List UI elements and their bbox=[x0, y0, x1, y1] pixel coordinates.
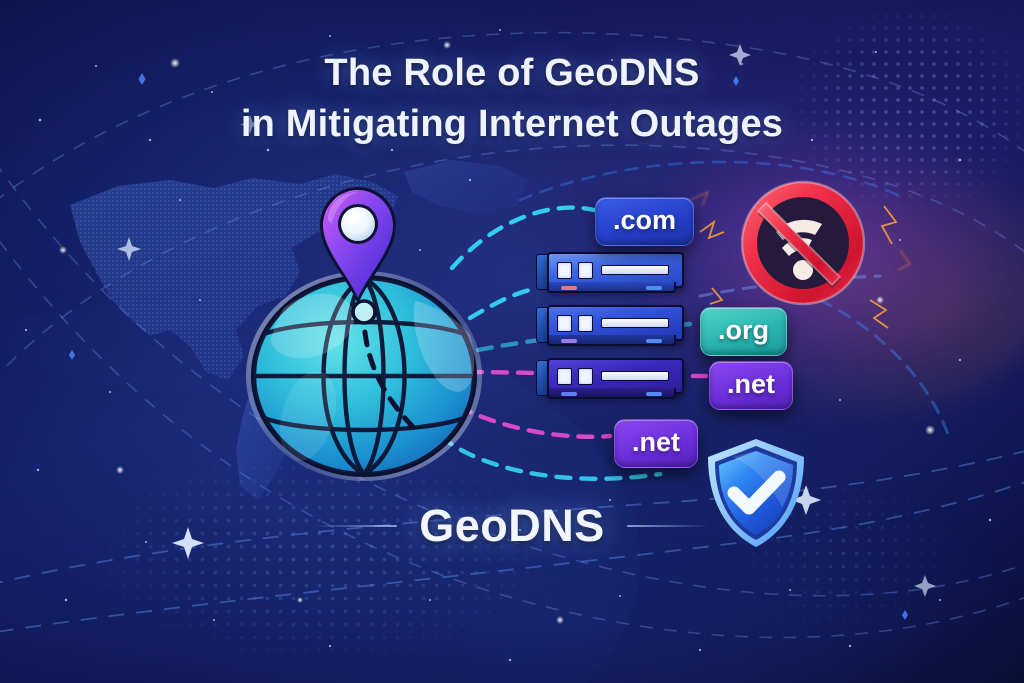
brand-lockup: GeoDNS bbox=[0, 500, 1024, 552]
route-net2 bbox=[455, 403, 613, 439]
route-com bbox=[449, 205, 601, 271]
server-led bbox=[578, 314, 593, 332]
sparkle-star bbox=[117, 44, 936, 597]
server-status-tick bbox=[561, 392, 577, 396]
brand-label: GeoDNS bbox=[419, 500, 605, 551]
location-pin-icon bbox=[320, 187, 396, 304]
globe-route-path bbox=[361, 305, 419, 433]
server-base bbox=[547, 388, 676, 399]
star-field bbox=[24, 29, 992, 662]
server-unit bbox=[536, 305, 684, 346]
server-led bbox=[557, 367, 572, 385]
domain-badge-net-upper[interactable]: .net bbox=[709, 361, 794, 410]
server-led bbox=[578, 367, 593, 385]
globe-node-dot bbox=[351, 299, 377, 325]
route-far-right bbox=[818, 298, 952, 442]
globe-icon bbox=[246, 271, 482, 481]
server-stack-icon bbox=[536, 252, 686, 399]
orbit-arc bbox=[0, 450, 1024, 633]
server-led bbox=[557, 314, 572, 332]
domain-badge-com[interactable]: .com bbox=[595, 197, 695, 246]
title-line-1: The Role of GeoDNS bbox=[324, 52, 700, 94]
brand-rule-left bbox=[315, 525, 398, 527]
server-light-bar bbox=[601, 371, 669, 381]
server-led bbox=[557, 261, 572, 279]
server-light-bar bbox=[601, 318, 669, 328]
route-shield bbox=[437, 433, 663, 481]
server-unit bbox=[536, 252, 684, 293]
server-status-tick bbox=[646, 339, 662, 343]
server-status-tick bbox=[561, 286, 577, 290]
page-title: The Role of GeoDNS in Mitigating Interne… bbox=[0, 48, 1024, 149]
lightning-bolt bbox=[689, 190, 911, 271]
server-status-tick bbox=[646, 392, 662, 396]
check-mark bbox=[727, 470, 786, 515]
lightning-bolt bbox=[699, 205, 898, 329]
world-map-silhouette bbox=[70, 160, 528, 500]
brand-rule-right bbox=[626, 525, 709, 527]
route-top-arc bbox=[518, 160, 902, 202]
shield-check-icon bbox=[708, 439, 804, 547]
server-status-tick bbox=[561, 339, 577, 343]
domain-badge-net-lower[interactable]: .net bbox=[614, 419, 699, 468]
server-base bbox=[547, 335, 676, 346]
server-base bbox=[547, 282, 676, 293]
diamond-sparkle bbox=[69, 73, 908, 620]
server-light-bar bbox=[601, 265, 669, 275]
orbit-arc bbox=[0, 31, 1024, 639]
title-line-2: in Mitigating Internet Outages bbox=[240, 102, 784, 145]
no-wifi-outage-icon bbox=[740, 180, 866, 306]
route-server bbox=[467, 285, 541, 321]
server-status-tick bbox=[646, 286, 662, 290]
server-unit bbox=[536, 358, 684, 399]
domain-badge-org[interactable]: .org bbox=[700, 307, 787, 356]
server-led bbox=[578, 261, 593, 279]
